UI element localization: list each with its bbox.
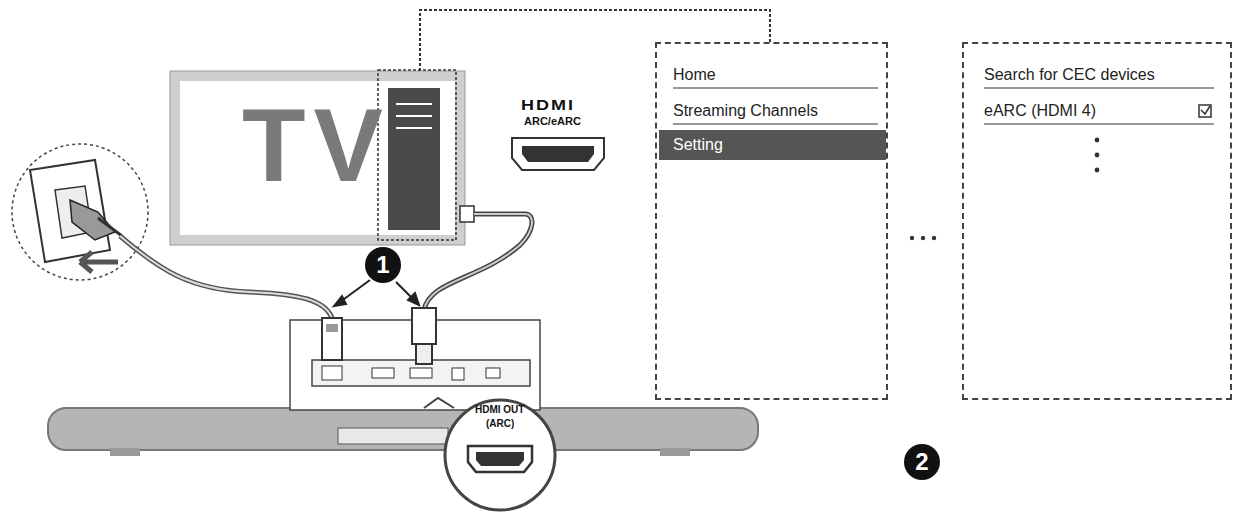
wall-outlet (12, 144, 148, 280)
magnifier (468, 446, 532, 472)
soundbar (410, 368, 432, 378)
wall-outlet (12, 144, 148, 280)
hdmi-port-icon (512, 138, 604, 170)
ellipsis-dots (910, 138, 1100, 241)
soundbar (486, 368, 500, 378)
wall-outlet (70, 200, 115, 240)
power-cord (120, 236, 332, 318)
dotted-connector (420, 10, 770, 71)
cable-plugs (416, 344, 432, 364)
settings-panel-text: eARC (HDMI 4) (984, 102, 1214, 125)
soundbar (660, 448, 690, 456)
callout-arrows (408, 293, 419, 305)
ellipsis-dots (1095, 138, 1100, 143)
hdmi-logo: HDMI (521, 98, 575, 112)
hdmi-port-icon (512, 138, 604, 170)
soundbar (322, 366, 342, 380)
menu-item-selected: Setting (659, 130, 886, 160)
power-cord (120, 236, 332, 318)
soundbar (48, 320, 758, 456)
cable-plugs (322, 308, 436, 364)
ellipsis-dots (932, 236, 936, 240)
cable-plugs (326, 324, 338, 332)
soundbar (110, 448, 140, 456)
tv-set (396, 103, 432, 105)
ellipsis-dots (1095, 153, 1100, 158)
checkbox (1199, 105, 1211, 117)
arc-earc-label: ARC/eARC (524, 116, 581, 127)
callout-arrows (334, 280, 419, 306)
wall-outlet (80, 252, 118, 272)
magnifier-callout: HDMI OUT (ARC) (445, 400, 555, 444)
wall-outlet (98, 218, 122, 236)
hdmi-cable (424, 214, 532, 310)
ellipsis-dots (910, 236, 914, 240)
magnifier (476, 452, 524, 466)
checkbox (1201, 106, 1210, 114)
tv-set (388, 88, 440, 230)
ellipsis-dots (921, 236, 925, 240)
soundbar (48, 408, 758, 450)
ellipsis-dots (1095, 168, 1100, 173)
tv-set (175, 76, 460, 240)
tv-set (170, 71, 465, 245)
magnifier-callout-text: (ARC) (486, 418, 514, 429)
soundbar (338, 428, 448, 444)
soundbar (372, 368, 394, 378)
cable-plugs (412, 308, 436, 344)
tv-set (170, 70, 474, 245)
hdmi-cable (424, 214, 532, 310)
magnifier (424, 398, 555, 510)
wall-outlet (30, 160, 110, 262)
tv-set (396, 127, 432, 129)
menu-panel-text: Home (673, 66, 878, 89)
callout-number: 1 (365, 247, 401, 283)
tv-screen: TV (180, 81, 399, 235)
magnifier (445, 400, 555, 510)
menu-item-selected-text: Setting (673, 136, 723, 154)
checkbox (1199, 105, 1211, 117)
tv-set (460, 206, 474, 222)
magnifier-callout-text: HDMI OUT (475, 404, 524, 415)
callout-arrows (340, 280, 370, 302)
callout-number: 2 (904, 444, 940, 480)
settings-panel-text: Search for CEC devices (984, 66, 1214, 89)
soundbar (452, 368, 464, 380)
callout-arrows (334, 296, 346, 306)
cable-plugs (322, 318, 342, 360)
hdmi-port-icon (522, 146, 594, 162)
tv-screen-text: TV (242, 93, 391, 197)
magnifier (424, 398, 454, 408)
settings-panel: Search for CEC devices eARC (HDMI 4) (962, 42, 1232, 400)
tv-set (396, 115, 432, 117)
menu-panel-text: Streaming Channels (673, 102, 878, 125)
menu-panel: HomeStreaming ChannelsSetting (655, 42, 888, 400)
